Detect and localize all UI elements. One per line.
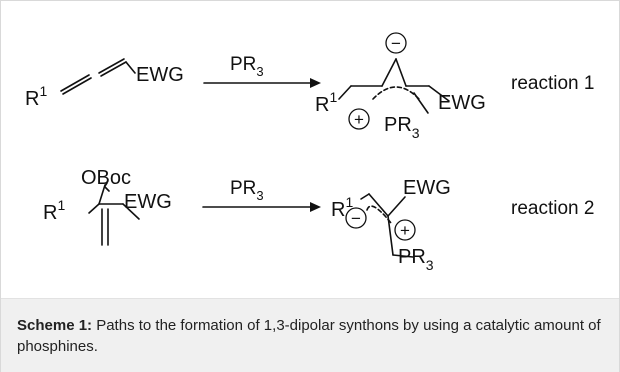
reagent-label: PR3 bbox=[230, 178, 264, 203]
caption: Scheme 1: Paths to the formation of 1,3-… bbox=[17, 315, 607, 357]
plus-charge-circle bbox=[348, 108, 370, 130]
plus-sign: + bbox=[354, 110, 364, 129]
allene-bonds bbox=[60, 58, 136, 95]
product-r1-label: R1 bbox=[331, 194, 353, 221]
minus-charge-circle bbox=[345, 207, 367, 229]
product-pr3-label: PR3 bbox=[384, 114, 420, 141]
caption-box: Scheme 1: Paths to the formation of 1,3-… bbox=[1, 298, 619, 372]
ewg-label: EWG bbox=[136, 64, 184, 86]
caption-label: Scheme 1: bbox=[17, 317, 93, 334]
r1-label: R1 bbox=[43, 197, 65, 224]
minus-sign: − bbox=[391, 34, 401, 53]
ewg-label: EWG bbox=[124, 191, 172, 213]
product-ewg-label: EWG bbox=[403, 177, 451, 199]
plus-sign: + bbox=[400, 221, 410, 240]
reaction2-product-bonds bbox=[360, 193, 414, 258]
minus-charge-circle bbox=[385, 32, 407, 54]
r1-label: R1 bbox=[25, 83, 47, 110]
reaction-scheme: R1 EWG PR3 R1 EWG − + PR3 reaction 1 OBo… bbox=[1, 1, 619, 297]
product-r1-label: R1 bbox=[315, 89, 337, 116]
oboc-label: OBoc bbox=[81, 167, 131, 189]
product-pr3-label: PR3 bbox=[398, 246, 434, 273]
caption-text: Paths to the formation of 1,3-dipolar sy… bbox=[17, 317, 601, 355]
reaction1-product-bonds bbox=[338, 58, 450, 114]
plus-charge-circle bbox=[394, 219, 416, 241]
reaction2-arrowhead bbox=[310, 202, 321, 212]
reaction1-label: reaction 1 bbox=[511, 73, 594, 94]
product-ewg-label: EWG bbox=[438, 92, 486, 114]
reaction2-label: reaction 2 bbox=[511, 198, 594, 219]
reaction2-reactant-bonds bbox=[88, 182, 140, 246]
reagent-label: PR3 bbox=[230, 54, 264, 79]
minus-sign: − bbox=[351, 209, 361, 228]
reaction1-arrowhead bbox=[310, 78, 321, 88]
scheme-svg: R1 EWG PR3 R1 EWG − + PR3 reaction 1 OBo… bbox=[25, 32, 594, 273]
